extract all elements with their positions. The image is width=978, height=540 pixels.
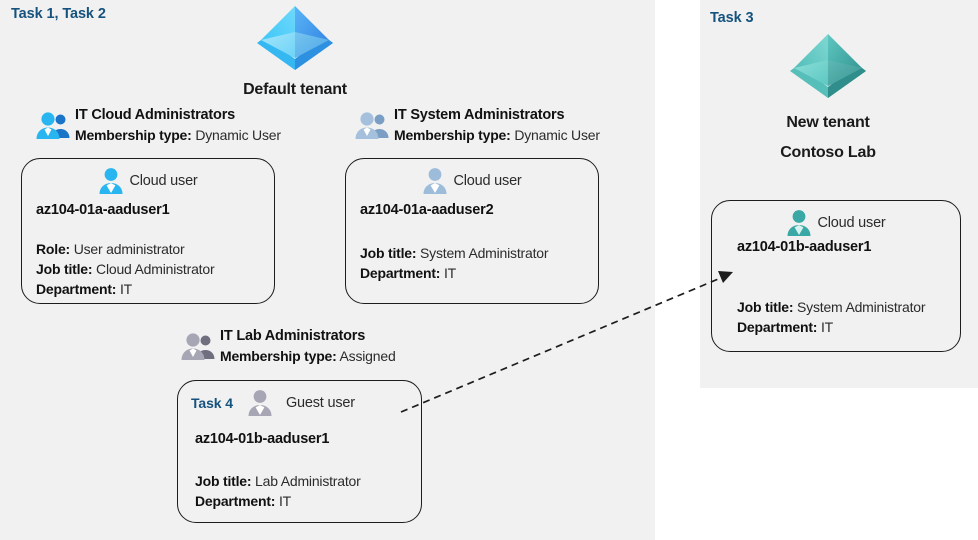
property-value: IT xyxy=(278,493,292,509)
group-membership: Membership type: Dynamic User xyxy=(394,126,600,145)
user-name: az104-01b-aaduser1 xyxy=(737,239,872,255)
azure-ad-tenant-icon xyxy=(249,6,341,76)
property-label: Role: xyxy=(36,241,71,257)
property-value: IT xyxy=(820,319,834,335)
group-users-icon xyxy=(355,111,389,141)
membership-type-label: Membership type: xyxy=(220,348,337,364)
user-card-az104-01a-aaduser2[interactable]: Cloud user az104-01a-aaduser2 Job title:… xyxy=(345,158,599,304)
membership-type-label: Membership type: xyxy=(75,127,192,143)
property-row: Job title: Cloud Administrator xyxy=(36,259,215,279)
user-type-label: Cloud user xyxy=(129,173,198,189)
group-it-lab-administrators: IT Lab Administrators Membership type: A… xyxy=(181,327,396,366)
task-label-3: Task 3 xyxy=(710,10,754,26)
card-header: Task 4 Guest user xyxy=(178,389,421,417)
group-name: IT System Administrators xyxy=(394,107,565,123)
group-membership: Membership type: Assigned xyxy=(220,347,396,366)
user-type-label: Cloud user xyxy=(817,215,886,231)
membership-type-value: Assigned xyxy=(339,348,396,364)
property-label: Department: xyxy=(737,319,818,335)
property-label: Job title: xyxy=(36,261,93,277)
group-it-system-administrators: IT System Administrators Membership type… xyxy=(355,106,600,145)
property-value: Lab Administrator xyxy=(255,473,361,489)
property-label: Job title: xyxy=(195,473,252,489)
default-tenant-block: Default tenant xyxy=(233,2,357,100)
user-name: az104-01a-aaduser1 xyxy=(36,202,170,218)
group-users-icon xyxy=(181,332,215,362)
membership-type-value: Dynamic User xyxy=(514,127,600,143)
card-header: Cloud user xyxy=(346,167,598,195)
property-row: Job title: Lab Administrator xyxy=(195,471,361,491)
task-label-1-2: Task 1, Task 2 xyxy=(11,6,106,22)
property-row: Job title: System Administrator xyxy=(360,243,549,263)
azure-ad-tenant-icon xyxy=(782,34,874,104)
guest-user-icon xyxy=(247,389,273,417)
property-row: Department: IT xyxy=(195,491,361,511)
user-properties: Job title: System Administrator Departme… xyxy=(737,297,926,337)
group-users-icon xyxy=(36,111,70,141)
property-label: Job title: xyxy=(737,299,794,315)
cloud-user-icon xyxy=(98,167,124,195)
user-type-label: Cloud user xyxy=(453,173,522,189)
property-row: Job title: System Administrator xyxy=(737,297,926,317)
property-label: Department: xyxy=(36,281,117,297)
property-value: IT xyxy=(443,265,457,281)
property-label: Department: xyxy=(195,493,276,509)
property-label: Department: xyxy=(360,265,441,281)
card-header: Cloud user xyxy=(22,167,274,195)
task-label-4: Task 4 xyxy=(191,395,233,411)
cloud-user-icon xyxy=(422,167,448,195)
group-name: IT Lab Administrators xyxy=(220,328,366,344)
property-value: System Administrator xyxy=(420,245,549,261)
group-it-cloud-administrators: IT Cloud Administrators Membership type:… xyxy=(36,106,281,145)
default-tenant-panel xyxy=(0,0,655,540)
default-tenant-title: Default tenant xyxy=(243,81,347,98)
property-row: Role: User administrator xyxy=(36,239,214,259)
new-tenant-title-line2: Contoso Lab xyxy=(780,144,876,161)
property-value: User administrator xyxy=(73,241,185,257)
group-name: IT Cloud Administrators xyxy=(75,107,236,123)
property-row: Department: IT xyxy=(737,317,925,337)
property-label: Job title: xyxy=(360,245,417,261)
user-card-cloud-az104-01b-aaduser1[interactable]: Cloud user az104-01b-aaduser1 Job title:… xyxy=(711,200,961,352)
membership-type-label: Membership type: xyxy=(394,127,511,143)
user-properties: Job title: Lab Administrator Department:… xyxy=(195,471,361,511)
property-value: Cloud Administrator xyxy=(96,261,215,277)
membership-type-value: Dynamic User xyxy=(195,127,281,143)
user-type-label: Guest user xyxy=(285,395,355,411)
cloud-user-icon xyxy=(786,209,812,237)
new-tenant-title-line1: New tenant xyxy=(786,114,870,131)
property-row: Department: IT xyxy=(360,263,548,283)
user-card-guest-az104-01b-aaduser1[interactable]: Task 4 Guest user az104-01b-aaduser1 Job… xyxy=(177,380,422,523)
user-name: az104-01a-aaduser2 xyxy=(360,202,494,218)
property-value: System Administrator xyxy=(797,299,926,315)
card-header: Cloud user xyxy=(712,209,960,237)
property-value: IT xyxy=(119,281,133,297)
user-card-az104-01a-aaduser1[interactable]: Cloud user az104-01a-aaduser1 Role: User… xyxy=(21,158,275,304)
user-properties: Role: User administrator Job title: Clou… xyxy=(36,239,215,299)
group-membership: Membership type: Dynamic User xyxy=(75,126,281,145)
user-properties: Job title: System Administrator Departme… xyxy=(360,243,549,283)
new-tenant-block: New tenant Contoso Lab xyxy=(766,30,890,165)
property-row: Department: IT xyxy=(36,279,214,299)
user-name: az104-01b-aaduser1 xyxy=(195,431,330,447)
